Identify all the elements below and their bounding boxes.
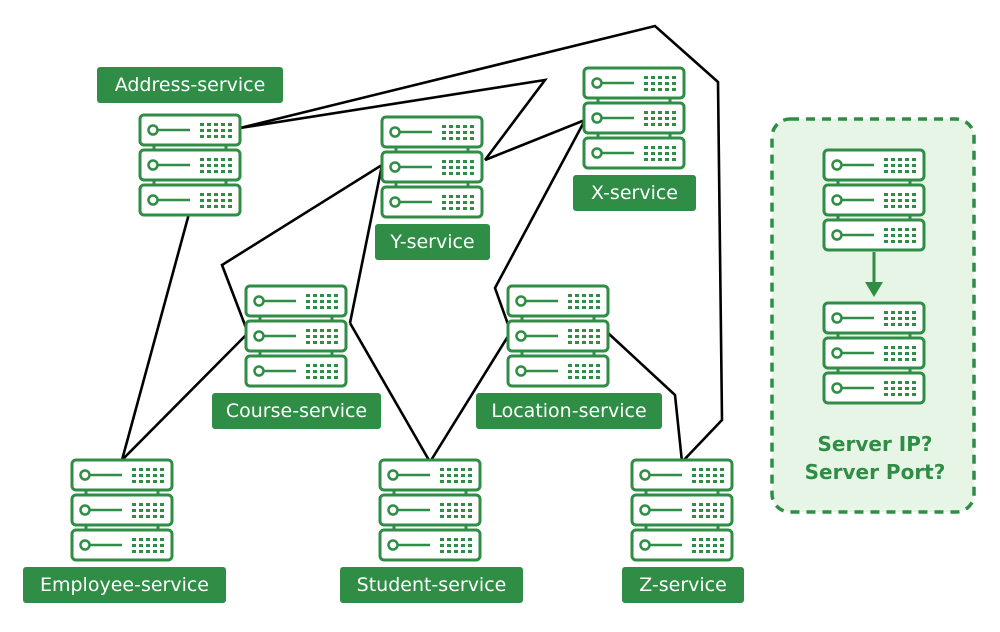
link-address-employee <box>120 209 192 461</box>
server-rack-icon <box>824 150 924 250</box>
link-y-x <box>484 118 586 162</box>
server-rack-icon <box>382 117 482 217</box>
link-course-y <box>220 163 383 334</box>
label-location-service: Location-service <box>476 393 662 429</box>
label-z-service: Z-service <box>622 567 744 603</box>
link-x-location <box>493 119 587 331</box>
server-ip-question: Server IP? <box>817 432 933 456</box>
label-course-service: Course-service <box>212 393 381 429</box>
link-address-z <box>239 24 724 463</box>
server-rack-icon <box>72 460 172 560</box>
discovery-arrow-head-icon <box>865 282 883 297</box>
link-course-student <box>348 322 432 463</box>
server-rack-icon <box>380 460 480 560</box>
link-student-location <box>428 332 512 463</box>
server-port-question: Server Port? <box>804 460 946 484</box>
link-location-z <box>607 332 684 463</box>
server-rack-icon <box>632 460 732 560</box>
server-rack-icon <box>824 303 924 403</box>
link-y-course <box>348 164 384 324</box>
label-x-service: X-service <box>573 175 696 211</box>
server-rack-icon <box>246 286 346 386</box>
label-employee-service: Employee-service <box>23 567 226 603</box>
label-address-service: Address-service <box>97 67 283 103</box>
server-rack-icon <box>508 286 608 386</box>
link-address-y-z <box>239 78 548 161</box>
label-y-service: Y-service <box>375 224 490 260</box>
link-employee-course <box>121 332 249 461</box>
server-rack-icon <box>584 68 684 168</box>
server-rack-icon <box>140 115 240 215</box>
connection-lines <box>120 24 876 463</box>
label-student-service: Student-service <box>340 567 523 603</box>
